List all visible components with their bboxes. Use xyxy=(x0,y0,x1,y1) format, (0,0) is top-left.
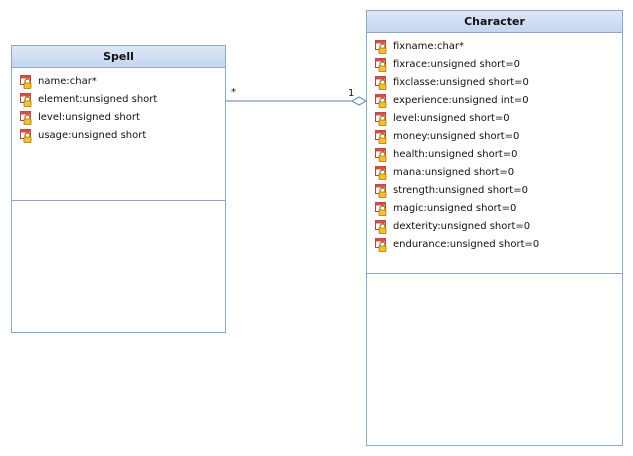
private-attribute-lock-icon xyxy=(20,129,32,143)
attribute-row[interactable]: health:unsigned short=0 xyxy=(367,146,622,164)
private-attribute-lock-icon xyxy=(375,238,387,252)
private-attribute-lock-icon xyxy=(375,220,387,234)
attribute-label: usage:unsigned short xyxy=(38,130,147,141)
attribute-row[interactable]: level:unsigned short xyxy=(12,109,225,127)
private-attribute-lock-icon xyxy=(375,94,387,108)
private-attribute-lock-icon xyxy=(375,40,387,54)
attribute-row[interactable]: dexterity:unsigned short=0 xyxy=(367,218,622,236)
attribute-label: money:unsigned short=0 xyxy=(393,131,520,142)
attribute-row[interactable]: strength:unsigned short=0 xyxy=(367,182,622,200)
private-attribute-lock-icon xyxy=(375,166,387,180)
private-attribute-lock-icon xyxy=(375,202,387,216)
attribute-compartment: name:char* element:unsigned short level:un… xyxy=(12,68,225,201)
attribute-label: level:unsigned short=0 xyxy=(393,113,510,124)
private-attribute-lock-icon xyxy=(375,184,387,198)
attribute-label: element:unsigned short xyxy=(38,94,158,105)
attribute-row[interactable]: usage:unsigned short xyxy=(12,127,225,145)
private-attribute-lock-icon xyxy=(375,76,387,90)
attribute-label: fixclasse:unsigned short=0 xyxy=(393,77,529,88)
attribute-row[interactable]: fixrace:unsigned short=0 xyxy=(367,56,622,74)
private-attribute-lock-icon xyxy=(375,148,387,162)
attribute-row[interactable]: experience:unsigned int=0 xyxy=(367,92,622,110)
attribute-compartment: fixname:char* fixrace:unsigned short=0 fix… xyxy=(367,33,622,274)
attribute-row[interactable]: magic:unsigned short=0 xyxy=(367,200,622,218)
private-attribute-lock-icon xyxy=(20,75,32,89)
attribute-row[interactable]: level:unsigned short=0 xyxy=(367,110,622,128)
attribute-label: fixname:char* xyxy=(393,41,465,52)
private-attribute-lock-icon xyxy=(20,111,32,125)
attribute-label: endurance:unsigned short=0 xyxy=(393,239,540,250)
private-attribute-lock-icon xyxy=(375,130,387,144)
attribute-label: health:unsigned short=0 xyxy=(393,149,518,160)
class-title: Character xyxy=(367,11,622,33)
class-title: Spell xyxy=(12,46,225,68)
attribute-label: level:unsigned short xyxy=(38,112,140,123)
attribute-label: experience:unsigned int=0 xyxy=(393,95,529,106)
class-spell[interactable]: Spell name:char* element:unsigned short le… xyxy=(11,45,226,333)
attribute-row[interactable]: endurance:unsigned short=0 xyxy=(367,236,622,254)
attribute-label: name:char* xyxy=(38,76,97,87)
attribute-label: fixrace:unsigned short=0 xyxy=(393,59,520,70)
attribute-row[interactable]: fixclasse:unsigned short=0 xyxy=(367,74,622,92)
target-multiplicity: 1 xyxy=(348,88,355,99)
private-attribute-lock-icon xyxy=(375,112,387,126)
attribute-label: mana:unsigned short=0 xyxy=(393,167,515,178)
attribute-row[interactable]: money:unsigned short=0 xyxy=(367,128,622,146)
source-multiplicity: * xyxy=(231,87,236,98)
attribute-row[interactable]: name:char* xyxy=(12,73,225,91)
attribute-row[interactable]: fixname:char* xyxy=(367,38,622,56)
private-attribute-lock-icon xyxy=(20,93,32,107)
attribute-row[interactable]: mana:unsigned short=0 xyxy=(367,164,622,182)
private-attribute-lock-icon xyxy=(375,58,387,72)
class-character[interactable]: Character fixname:char* fixrace:unsigned … xyxy=(366,10,623,446)
attribute-label: strength:unsigned short=0 xyxy=(393,185,528,196)
attribute-label: magic:unsigned short=0 xyxy=(393,203,517,214)
attribute-row[interactable]: element:unsigned short xyxy=(12,91,225,109)
attribute-label: dexterity:unsigned short=0 xyxy=(393,221,531,232)
